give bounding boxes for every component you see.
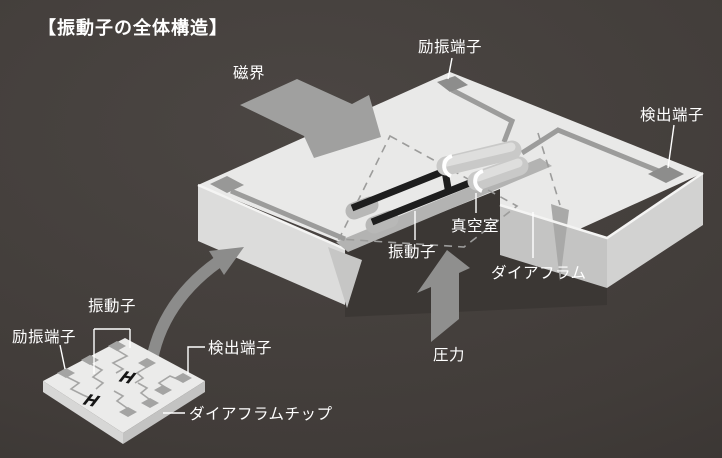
inset-trace xyxy=(111,349,129,374)
inset-pad xyxy=(154,385,172,395)
label-inset-vibrator: 振動子 xyxy=(88,297,136,315)
leader-lines xyxy=(59,57,675,414)
inset-pad xyxy=(141,398,159,408)
inset-pad xyxy=(138,358,156,368)
beam-anchor xyxy=(345,196,379,220)
trace-excitation-top xyxy=(450,87,516,143)
inset-trace xyxy=(134,366,148,384)
leader-detection-main xyxy=(667,124,675,169)
trace-excitation-left xyxy=(230,188,346,242)
diaphragm-boundary-dashed xyxy=(337,134,519,248)
edge-highlight xyxy=(197,183,346,251)
vibrator-beam xyxy=(370,174,484,226)
label-diaphragm-chip: ダイアフラムチップ xyxy=(189,405,333,423)
inset-chip: H H xyxy=(43,338,205,444)
edge-highlight xyxy=(499,171,704,240)
leader-excitation-main xyxy=(447,57,453,80)
vacuum-chamber-rim xyxy=(442,154,453,178)
label-pressure: 圧力 xyxy=(433,346,465,364)
inset-trace xyxy=(90,363,105,390)
diaphragm-boundary-dashed xyxy=(537,132,561,206)
label-vacuum-chamber: 真空室 xyxy=(451,217,499,235)
magnetic-field-arrow xyxy=(240,79,381,158)
inset-trace xyxy=(113,390,128,409)
main-chip-left-wedge xyxy=(328,247,362,308)
inset-trace xyxy=(66,376,91,399)
label-excitation-main: 励振端子 xyxy=(418,38,482,56)
inset-pad xyxy=(119,407,137,417)
inset-chip-left-side xyxy=(43,381,123,444)
label-inset-detection: 検出端子 xyxy=(208,339,272,357)
label-magnetic-field: 磁界 xyxy=(233,64,265,82)
inset-trace xyxy=(137,382,150,400)
vacuum-chamber-rim xyxy=(473,169,484,193)
pressure-arrow xyxy=(417,250,470,342)
leader-inset-excitation xyxy=(59,344,66,370)
inset-pads xyxy=(57,341,192,417)
excitation-terminal-pad xyxy=(437,76,468,92)
inset-chip-top-face xyxy=(43,338,205,433)
label-vibrator-main: 振動子 xyxy=(388,243,436,261)
leader-inset-detection xyxy=(187,346,205,374)
label-detection-main: 検出端子 xyxy=(640,106,704,124)
main-chip xyxy=(197,72,704,317)
main-chip-right-front-face xyxy=(607,173,703,288)
label-inset-excitation: 励振端子 xyxy=(12,328,76,346)
trace-detection xyxy=(520,127,662,175)
label-diaphragm: ダイアフラム xyxy=(491,264,587,282)
inset-pad xyxy=(57,368,75,378)
detection-terminal-pad xyxy=(648,165,684,183)
left-terminal-pad xyxy=(210,176,244,193)
main-chip-left-front-face xyxy=(198,185,345,305)
main-chip-cut-face xyxy=(500,205,607,288)
beam-anchor xyxy=(365,210,399,234)
page-title: 【振動子の全体構造】 xyxy=(38,17,228,39)
inset-pad xyxy=(174,373,192,383)
zoom-curved-arrow-head xyxy=(209,247,244,275)
inset-pad xyxy=(108,341,126,351)
main-chip-top-face xyxy=(198,72,703,287)
vacuum-chamber-capsule-highlight xyxy=(473,158,523,182)
vacuum-chamber-capsule-highlight xyxy=(442,142,516,167)
